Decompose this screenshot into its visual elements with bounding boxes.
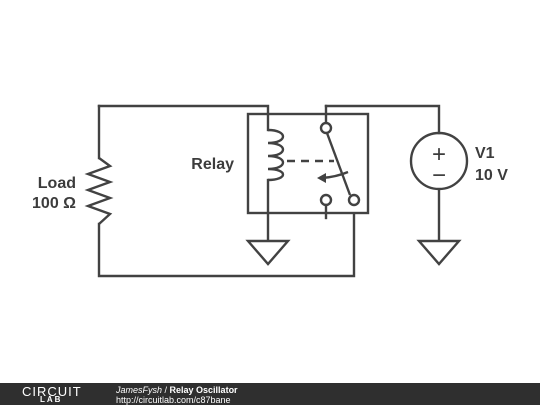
circuitlab-logo-sub: LAB — [40, 395, 63, 404]
load-name-label: Load — [38, 175, 76, 192]
footer-credit-line: JamesFysh / Relay Oscillator — [116, 385, 238, 395]
relay-box — [246, 112, 370, 215]
voltage-source-plus: + — [432, 141, 446, 168]
relay-name-label: Relay — [191, 156, 234, 173]
relay-contact-nc — [319, 193, 333, 207]
ground-relay-symbol — [245, 239, 291, 266]
wire-load-bottom — [97, 212, 356, 278]
voltage-source-symbol — [409, 131, 469, 191]
circuit-schematic: + − Load 100 Ω Relay V1 10 V — [32, 104, 508, 278]
footer-author-link[interactable]: JamesFysh — [116, 385, 163, 395]
relay-switch-arm — [325, 132, 352, 196]
load-value-label: 100 Ω — [32, 195, 76, 212]
wire-top-left — [97, 104, 270, 116]
source-name-label: V1 — [475, 145, 495, 162]
circuitlab-logo-text: CIRCUIT — [22, 384, 82, 399]
source-value-label: 10 V — [475, 167, 508, 184]
load-resistor-symbol — [84, 157, 114, 225]
relay-actuation-arrowhead — [317, 173, 326, 183]
wires — [97, 104, 441, 278]
ground-source-symbol — [416, 239, 462, 266]
wire-switch-top — [324, 104, 441, 135]
relay-contact-no — [347, 193, 361, 207]
relay-contact-common — [319, 121, 333, 135]
relay-coil-symbol — [267, 128, 285, 182]
footer-meta: JamesFysh / Relay Oscillator http://circ… — [116, 385, 238, 405]
footer-separator: / — [162, 385, 170, 395]
footer-bar: CIRCUIT LAB JamesFysh / Relay Oscillator… — [0, 383, 540, 405]
voltage-source-minus: − — [432, 162, 446, 189]
footer-url-link[interactable]: http://circuitlab.com/c87bane — [116, 395, 231, 405]
footer-title: Relay Oscillator — [169, 385, 238, 395]
